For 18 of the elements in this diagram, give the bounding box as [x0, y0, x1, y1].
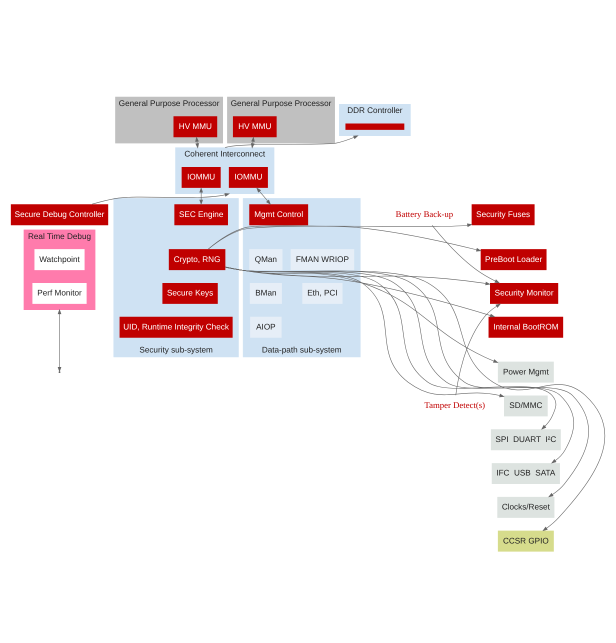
arrow: [456, 303, 501, 395]
arrow: [225, 266, 556, 430]
arrow: [92, 192, 230, 204]
node-bar: [345, 123, 404, 130]
arrow: [256, 186, 271, 204]
arrow: [195, 136, 200, 148]
arrow: [225, 266, 499, 362]
arrow: [58, 308, 62, 372]
arrow: [225, 266, 606, 531]
arrow: [432, 224, 500, 283]
arrow: [225, 266, 574, 463]
arrow: [225, 266, 589, 497]
node-text: Battery Back-up: [396, 208, 454, 218]
arrow: [225, 266, 491, 285]
arrow: [225, 266, 496, 317]
node-text: Tamper Detect(s): [424, 399, 486, 410]
arrow: [225, 266, 505, 397]
arrow: [208, 225, 482, 252]
